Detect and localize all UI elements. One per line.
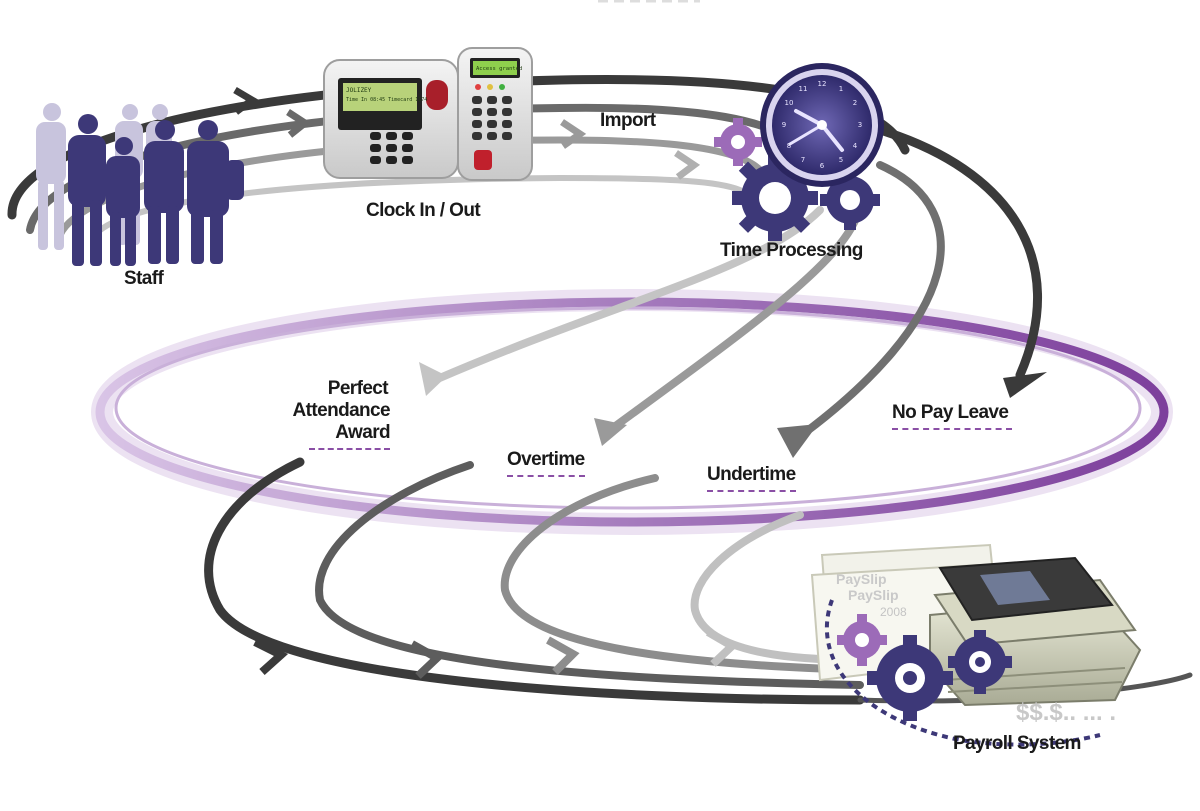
payroll-large-gear-icon [867,635,953,721]
svg-text:5: 5 [839,156,843,164]
attendance-line: Attendance [292,400,391,421]
svg-text:9: 9 [782,121,786,129]
import-label: Import [600,110,656,131]
staff-label: Staff [124,268,164,289]
branch-arrows [419,362,1047,458]
staff-people-icon [36,103,244,266]
svg-text:2: 2 [853,99,857,107]
lcd1-line1: JOLIZEY [346,87,372,94]
undertime-label: Undertime [707,464,796,492]
lcd2-text: Access granted [476,66,522,72]
no-pay-leave-label: No Pay Leave [892,402,1013,430]
perfect-attendance-award-label: Perfect Attendance Award [262,378,391,450]
payroll-small-gear-icon [948,630,1012,694]
perfect-line: Perfect [327,378,389,399]
award-line: Award [262,422,391,450]
svg-text:1: 1 [839,85,843,93]
bottom-flow-arrows [253,628,739,679]
clock-terminal-icon: JOLIZEY Time In 08:45 Timecard 1174 Acce… [323,47,533,181]
svg-text:12: 12 [818,80,827,88]
payslip-title-2: PaySlip [848,587,899,603]
purple-gear-icon [714,118,762,166]
svg-text:6: 6 [820,162,825,170]
svg-text:4: 4 [853,142,858,150]
money-text: $$.$.. ... . [1016,699,1116,726]
svg-text:8: 8 [787,142,791,150]
award-text: Award [309,422,391,450]
svg-text:7: 7 [801,156,805,164]
svg-text:11: 11 [799,85,808,93]
svg-text:10: 10 [785,99,794,107]
payroll-system-icon: PaySlip PaySlip 2008 [810,543,1142,747]
time-processing-label: Time Processing [720,240,863,261]
svg-text:3: 3 [858,121,862,129]
payslip-title-1: PaySlip [836,571,887,587]
payroll-system-label: Payroll System [953,733,1081,754]
top-flow-arrows [233,86,701,180]
payroll-purple-gear-icon [837,614,887,666]
cash-stack-icon [929,556,1142,707]
clock-in-out-label: Clock In / Out [366,200,481,221]
payslip-year: 2008 [880,605,907,619]
lcd1-line2: Time In 08:45 Timecard 1174 [346,97,427,103]
overtime-label: Overtime [507,449,585,477]
payroll-dotted-orbit [825,599,1101,747]
branch-lines [431,125,1042,444]
